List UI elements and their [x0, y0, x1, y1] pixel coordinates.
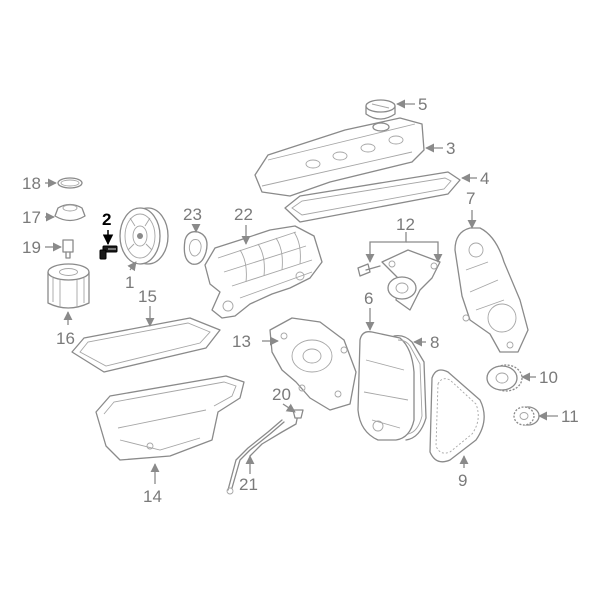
callout-20: 20 [272, 385, 291, 404]
callout-9: 9 [458, 471, 467, 490]
callout-labels: 18 17 19 16 2 1 23 22 5 3 4 7 12 6 8 9 1… [22, 95, 579, 506]
part-thermostat-gasket [183, 231, 208, 265]
callout-23: 23 [183, 205, 202, 224]
part-intake-manifold [204, 225, 323, 319]
part-rear-timing-cover [454, 227, 529, 353]
part-oil-pan [95, 375, 245, 461]
part-timing-belt-tensioner [357, 249, 441, 311]
part-dipstick [226, 419, 285, 495]
callout-15: 15 [138, 287, 157, 306]
part-filter-adapter [54, 203, 86, 222]
part-oil-filler-cap [365, 99, 396, 120]
callout-7: 7 [466, 189, 475, 208]
callout-16: 16 [56, 329, 75, 348]
callout-22: 22 [234, 205, 253, 224]
callout-8: 8 [430, 333, 439, 352]
part-o-ring [57, 177, 83, 189]
part-timing-belt [429, 369, 485, 463]
part-crankshaft-sprocket [513, 406, 540, 426]
callout-12: 12 [396, 215, 415, 234]
part-bolt-highlighted [99, 245, 118, 260]
callout-5: 5 [418, 95, 427, 114]
callout-21: 21 [239, 475, 258, 494]
callout-11: 11 [561, 407, 579, 426]
part-front-timing-cover [357, 331, 415, 441]
part-crankshaft-damper [119, 207, 169, 265]
callout-2-highlighted: 2 [102, 210, 111, 229]
callout-1: 1 [125, 273, 134, 292]
part-oil-filter [47, 263, 90, 309]
part-oil-pan-gasket [71, 317, 221, 373]
callout-17: 17 [22, 208, 41, 227]
callout-3: 3 [446, 139, 455, 158]
callout-18: 18 [22, 174, 41, 193]
part-valve-cover-gasket [284, 171, 461, 223]
callout-14: 14 [143, 487, 162, 506]
leader-lines [45, 99, 558, 484]
part-camshaft-sprocket [486, 364, 523, 392]
part-oil-pressure-sensor [62, 239, 74, 259]
part-valve-cover [254, 117, 425, 197]
part-oil-pump [269, 317, 357, 411]
callout-10: 10 [539, 368, 558, 387]
part-timing-cover-gasket [393, 334, 427, 441]
callout-19: 19 [22, 238, 41, 257]
callout-4: 4 [480, 169, 489, 188]
callout-13: 13 [232, 332, 251, 351]
part-dipstick-tube [249, 409, 304, 457]
callout-6: 6 [364, 289, 373, 308]
